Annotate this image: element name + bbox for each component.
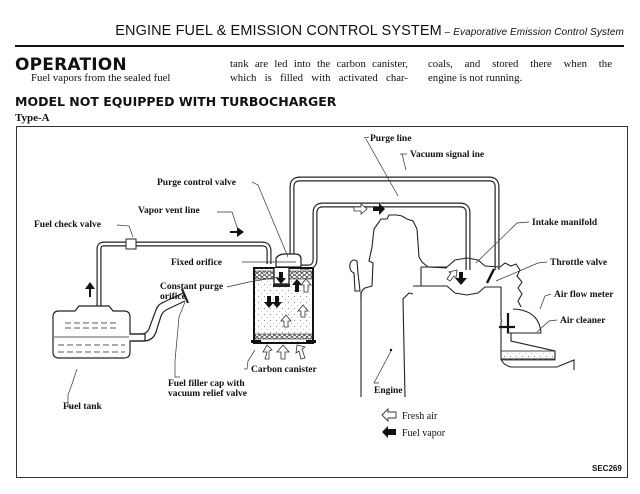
fuel-vapor-arrow-icon [264,296,274,308]
legend-fresh-air: Fresh air [402,411,438,422]
operation-text-column-1: Fuel vapors from the sealed fuel [15,71,198,85]
label-air-flow-meter: Air flow meter [554,290,614,300]
fuel-vapor-arrow-icon [455,272,467,285]
text-line: which is filled with activated char- [230,72,408,84]
section-heading: MODEL NOT EQUIPPED WITH TURBOCHARGER [15,94,337,109]
header-main-title: ENGINE FUEL & EMISSION CONTROL SYSTEM [115,23,442,39]
intake-manifold [413,257,501,296]
header-title: ENGINE FUEL & EMISSION CONTROL SYSTEM – … [115,22,624,39]
fuel-vapor-arrow-icon [276,272,286,284]
label-fuel-check-valve: Fuel check valve [34,220,101,230]
text-line: engine is not running. [428,72,523,84]
outline-arrow-icon [381,407,397,423]
label-constant-purge-orifice-line2: orifice [160,292,186,302]
fresh-air-arrow-icon [446,269,458,282]
fuel-vapor-arrow-icon [272,296,282,308]
label-fuel-filler-cap-line2: vacuum relief valve [168,389,247,399]
engine [349,214,448,398]
fuel-vapor-arrow-icon [85,282,95,297]
legend-fuel-vapor: Fuel vapor [402,428,446,439]
vacuum-signal-line [289,176,500,270]
flow-arrows [85,203,467,360]
fuel-tank [52,305,146,359]
fuel-filler-neck [130,288,190,342]
purge-control-valve [275,253,302,268]
label-intake-manifold: Intake manifold [532,218,598,228]
fresh-air-arrow-icon [300,278,312,293]
header-separator: – [441,27,454,38]
throttle-valve [485,268,496,284]
fresh-air-arrow-icon [295,344,306,360]
fresh-air-arrow-icon [353,203,368,215]
label-carbon-canister: Carbon canister [251,365,317,375]
header-subtitle: Evaporative Emission Control System [453,27,624,38]
purge-line [300,202,471,270]
operation-heading: OPERATION [15,55,127,75]
evap-system-diagram: Purge line Vacuum signal ine Purge contr… [16,126,628,478]
label-constant-purge-orifice: Constant purge [160,282,223,292]
label-purge-control-valve: Purge control valve [157,178,236,188]
fresh-air-arrow-icon [262,344,273,360]
label-air-cleaner: Air cleaner [560,316,606,326]
air-flow-meter [499,308,542,334]
carbon-canister [251,267,316,344]
label-fuel-tank: Fuel tank [63,402,103,412]
label-fixed-orifice: Fixed orifice [171,258,222,268]
intake-duct [496,262,523,322]
fresh-air-arrow-icon [297,304,309,318]
operation-text-column-3: coals, and stored there when the engine … [428,57,612,85]
text-line: Fuel vapors from the sealed fuel [31,72,171,84]
header-divider [15,45,624,47]
diagram-canvas: Purge line Vacuum signal ine Purge contr… [34,134,622,473]
air-cleaner [500,321,575,370]
label-engine: Engine [374,386,403,396]
fuel-vapor-arrow-icon [292,279,302,292]
operation-text-column-2: tank are led into the carbon canister, w… [230,57,408,85]
label-purge-line: Purge line [370,134,411,144]
label-throttle-valve: Throttle valve [550,258,607,268]
figure-code: SEC269 [592,464,622,473]
engine-pointer-dot [389,348,393,352]
label-vacuum-signal-line: Vacuum signal ine [410,150,484,160]
fresh-air-arrow-icon [280,314,292,328]
fuel-vapor-arrow-icon [373,203,385,215]
label-fuel-filler-cap: Fuel filler cap with [168,379,245,389]
fuel-check-valve [125,238,137,250]
label-vapor-vent-line: Vapor vent line [138,206,200,216]
page-header: ENGINE FUEL & EMISSION CONTROL SYSTEM – … [0,0,640,48]
text-line: tank are led into the carbon canister, [230,58,408,70]
type-label: Type-A [15,112,50,124]
legend: Fresh air Fuel vapor [381,407,446,439]
fuel-vapor-arrow-icon [230,227,244,237]
vapor-vent-line [96,241,272,337]
solid-arrow-icon [382,426,396,438]
fresh-air-arrow-icon [276,344,290,360]
leader-lines [67,136,558,408]
text-line: coals, and stored there when the [428,58,612,70]
